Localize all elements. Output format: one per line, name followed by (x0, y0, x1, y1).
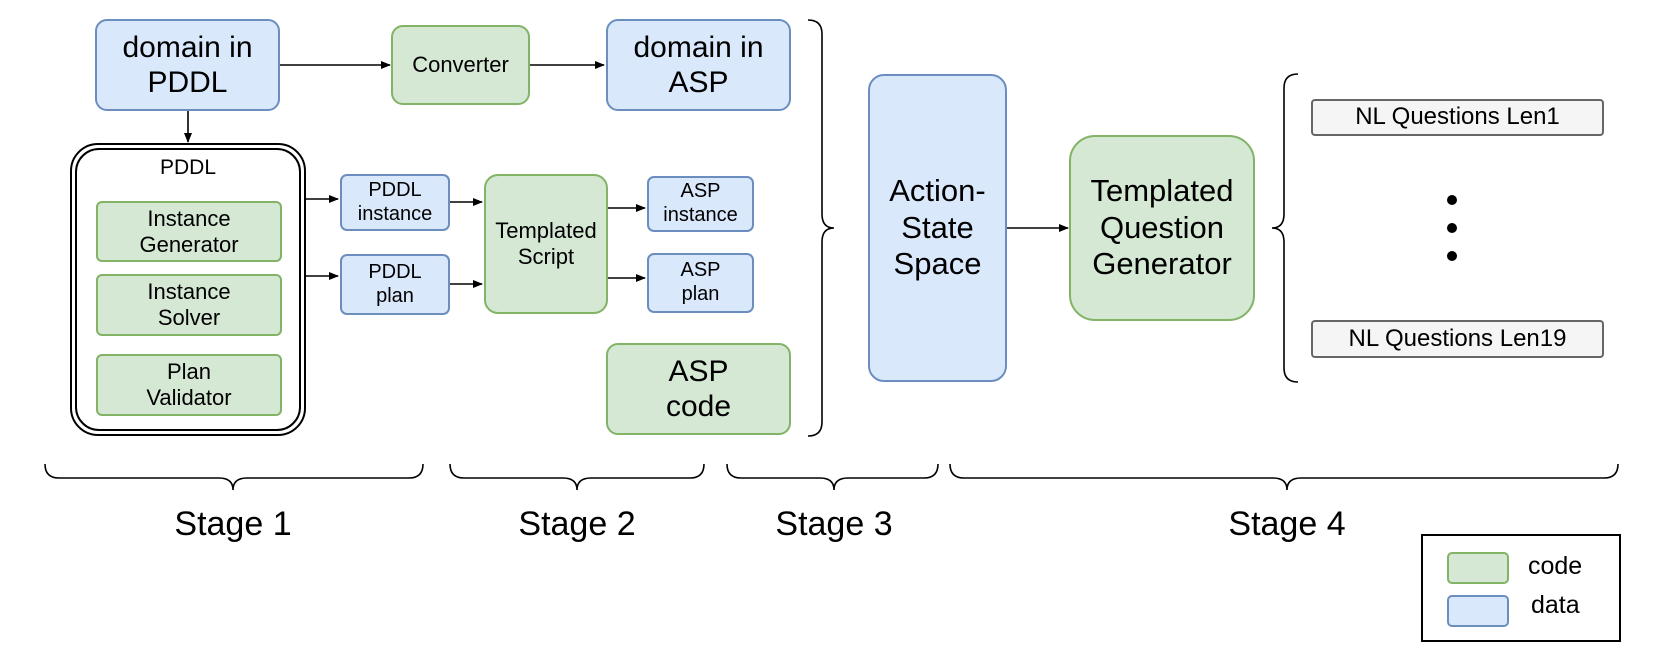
right-brace-stage-1-2 (807, 19, 835, 437)
stage-1-brace (44, 463, 424, 491)
legend-code-label: code (1528, 552, 1583, 580)
legend-code-swatch (1447, 552, 1509, 584)
pddl-instance-node: PDDL instance (340, 174, 450, 231)
asp-code-node: ASP code (606, 343, 791, 435)
asp-plan-label: ASP plan (680, 259, 721, 305)
ellipsis-dot (1447, 223, 1457, 233)
domain-in-asp-node: domain in ASP (606, 19, 791, 111)
plan-validator-node: Plan Validator (96, 354, 282, 416)
pddl-instance-label: PDDL instance (357, 178, 433, 225)
pddl-tools-group (70, 143, 306, 436)
stage-4-brace (949, 463, 1619, 491)
templated-question-generator-label: Templated Question Generator (1090, 173, 1234, 282)
instance-solver-label: Instance Solver (147, 279, 231, 330)
domain-in-pddl-node: domain in PDDL (95, 19, 280, 111)
converter-label: Converter (412, 52, 509, 78)
stage-3-label: Stage 3 (775, 505, 893, 543)
stage-2-brace (449, 463, 705, 491)
templated-script-label: Templated Script (495, 218, 597, 269)
legend-data-swatch (1447, 595, 1509, 627)
stage-4-label: Stage 4 (1228, 505, 1346, 543)
asp-instance-label: ASP instance (663, 180, 738, 226)
instance-generator-label: Instance Generator (139, 205, 239, 257)
left-brace-questions (1271, 73, 1299, 383)
legend-data-label: data (1531, 591, 1580, 619)
domain-in-asp-label: domain in ASP (633, 30, 764, 99)
asp-code-label: ASP code (665, 354, 732, 423)
nl-questions-len19-label: NL Questions Len19 (1348, 324, 1567, 352)
pddl-group-inner-border (75, 148, 301, 431)
ellipsis-dot (1447, 251, 1457, 261)
stage-2-label: Stage 2 (518, 505, 636, 543)
pddl-plan-node: PDDL plan (340, 254, 450, 315)
stage-1-label: Stage 1 (174, 505, 292, 543)
instance-solver-node: Instance Solver (96, 274, 282, 336)
converter-node: Converter (391, 25, 530, 105)
asp-plan-node: ASP plan (647, 253, 754, 313)
ellipsis-dot (1447, 195, 1457, 205)
asp-instance-node: ASP instance (647, 176, 754, 232)
pddl-plan-label: PDDL plan (368, 260, 422, 307)
stage-3-brace (726, 463, 939, 491)
nl-questions-len1-label: NL Questions Len1 (1355, 103, 1560, 131)
action-state-space-node: Action- State Space (868, 74, 1007, 382)
instance-generator-node: Instance Generator (96, 201, 282, 262)
plan-validator-label: Plan Validator (146, 359, 232, 410)
domain-in-pddl-label: domain in PDDL (122, 30, 253, 99)
nl-questions-len1-node: NL Questions Len1 (1311, 99, 1604, 136)
nl-questions-len19-node: NL Questions Len19 (1311, 320, 1604, 358)
legend: code data (1421, 534, 1621, 642)
templated-question-generator-node: Templated Question Generator (1069, 135, 1255, 321)
templated-script-node: Templated Script (484, 174, 608, 314)
action-state-space-label: Action- State Space (889, 173, 986, 282)
pddl-group-title: PDDL (159, 156, 217, 179)
